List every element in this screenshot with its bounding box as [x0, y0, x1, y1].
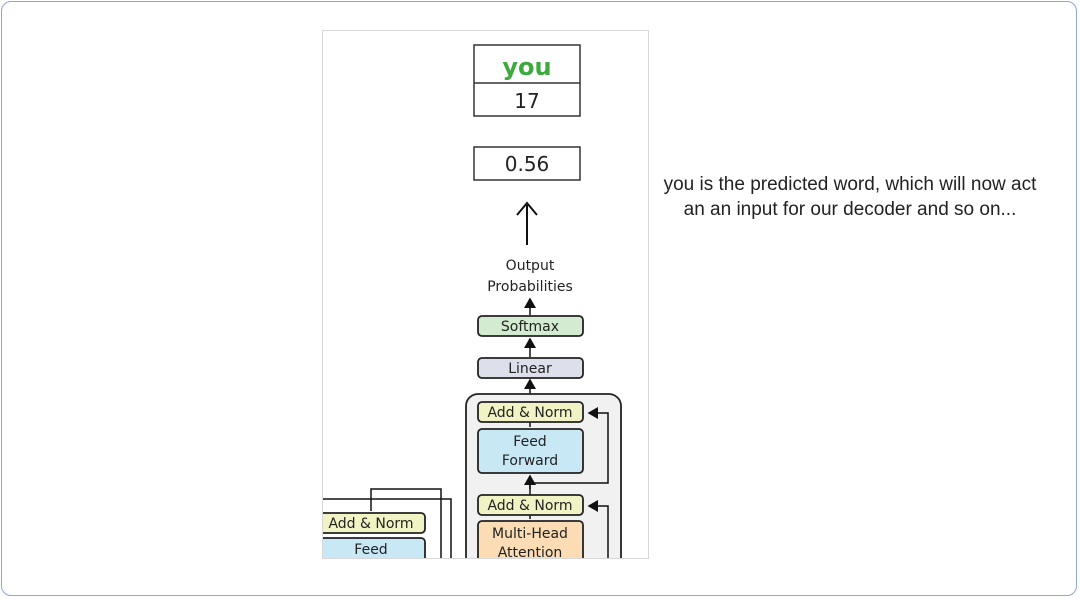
probability-box: 0.56 — [473, 146, 581, 181]
linear-layer: Linear — [477, 357, 584, 379]
linear-label: Linear — [508, 361, 552, 377]
up-arrow-icon — [516, 201, 538, 245]
encoder-feed-label: Feed — [354, 542, 387, 558]
mha-line1: Multi-Head — [492, 526, 568, 542]
transformer-decoder-figure: you 17 0.56 Output Probabilities Softmax… — [322, 30, 649, 559]
token-id: 17 — [514, 89, 539, 113]
predicted-token-box: you 17 — [473, 44, 581, 117]
output-label-line1: Output — [506, 258, 555, 274]
encoder-add-norm-label: Add & Norm — [328, 516, 413, 532]
softmax-layer: Softmax — [477, 315, 584, 337]
add-norm-top-label: Add & Norm — [487, 405, 572, 421]
decoder-diagram: you 17 0.56 Output Probabilities Softmax… — [323, 31, 622, 559]
multi-head-attention-layer: Multi-Head Attention — [477, 520, 584, 559]
softmax-label: Softmax — [501, 319, 559, 335]
add-norm-top: Add & Norm — [477, 401, 584, 423]
slide-caption: you is the predicted word, which will no… — [663, 174, 1037, 220]
mha-line2: Attention — [498, 545, 563, 559]
output-label-line2: Probabilities — [487, 279, 573, 295]
probability-value: 0.56 — [505, 152, 550, 176]
feed-forward-line2: Forward — [502, 453, 558, 469]
feed-forward-line1: Feed — [513, 434, 546, 450]
encoder-add-norm: Add & Norm — [323, 512, 426, 534]
encoder-feed-forward: Feed — [323, 537, 426, 558]
predicted-word: you — [502, 53, 551, 81]
add-norm-mid-label: Add & Norm — [487, 498, 572, 514]
add-norm-mid: Add & Norm — [477, 494, 584, 516]
feed-forward-layer: Feed Forward — [477, 428, 584, 474]
